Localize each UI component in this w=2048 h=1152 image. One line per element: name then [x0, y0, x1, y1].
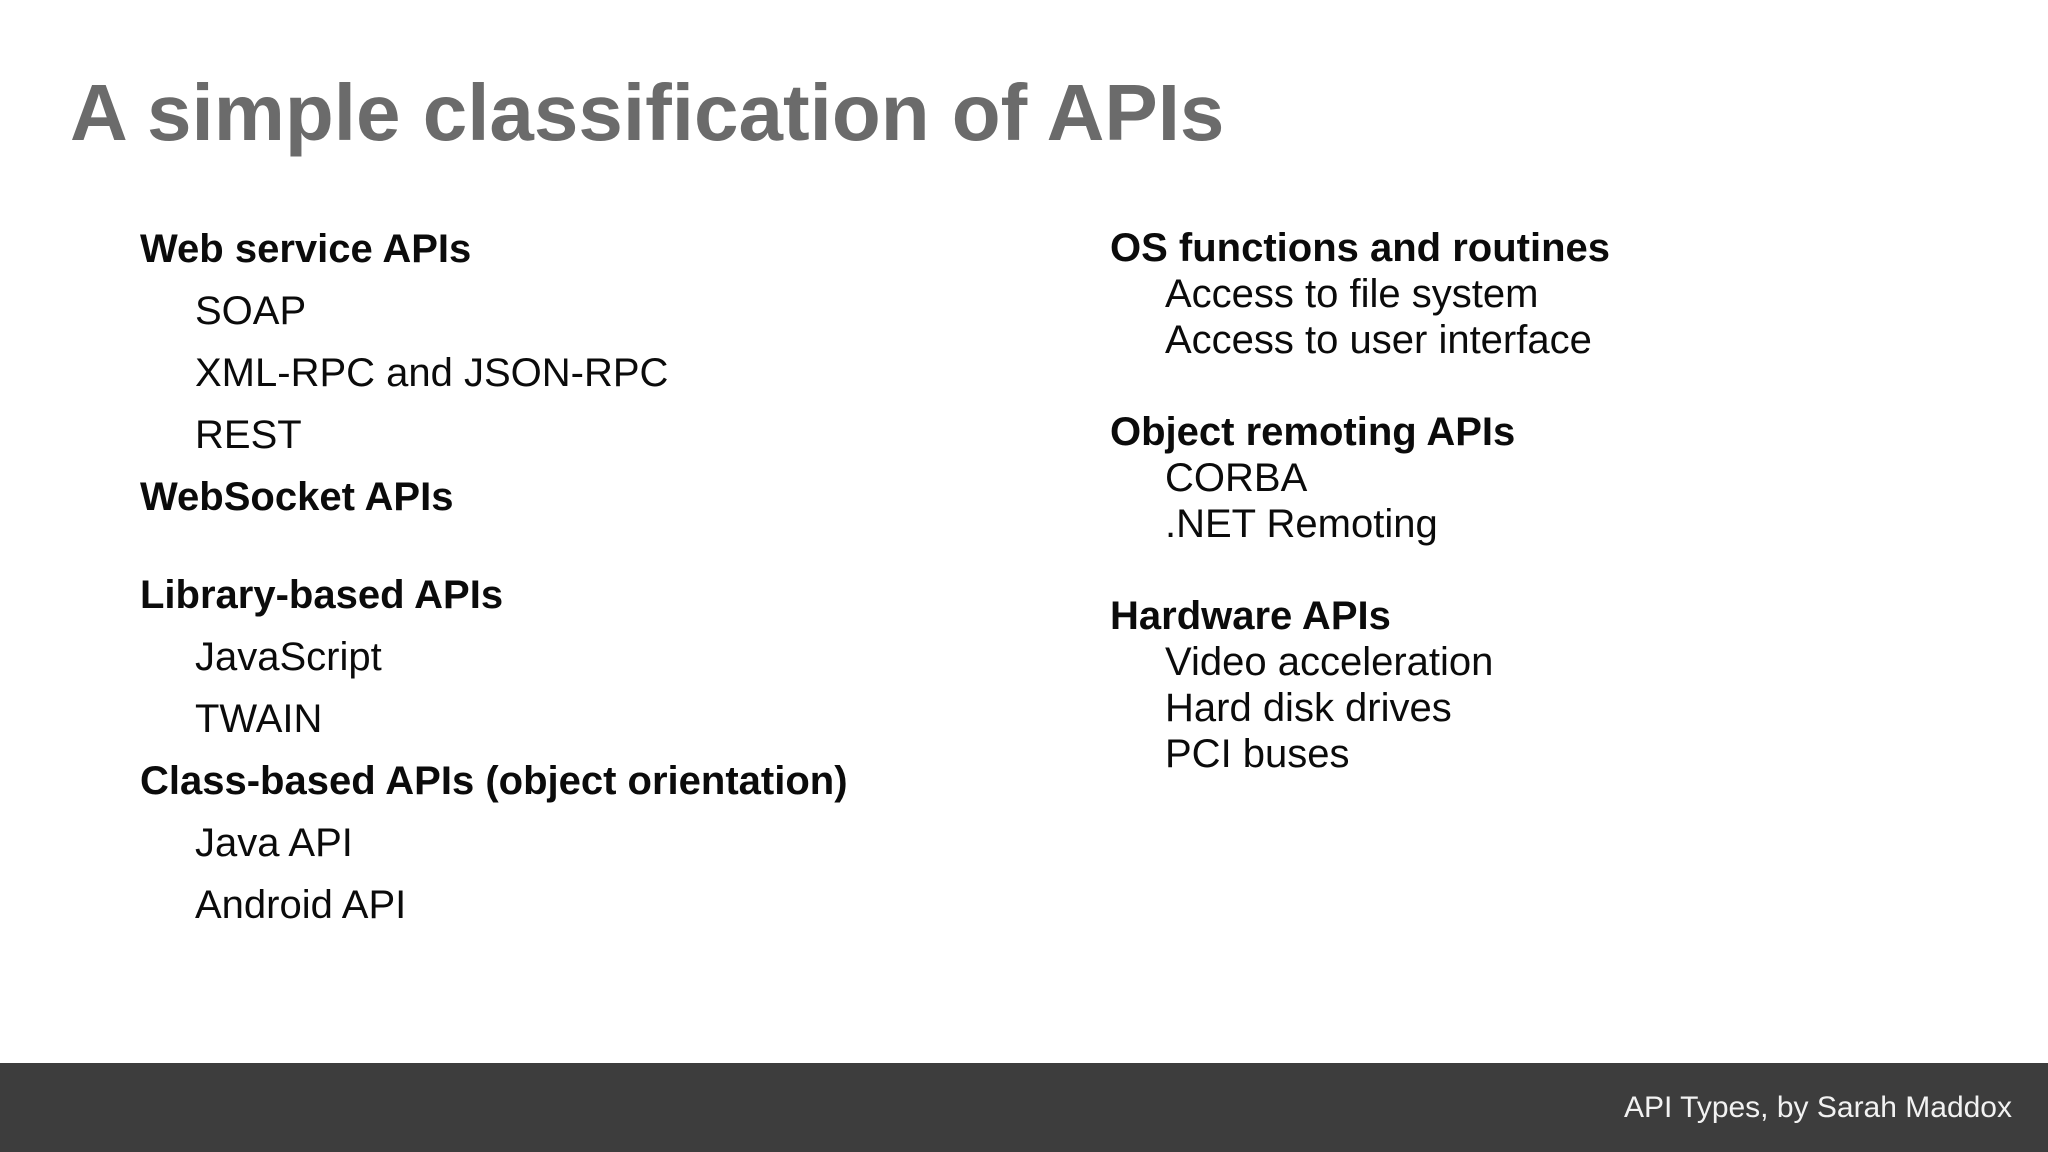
group-items: SOAP XML-RPC and JSON-RPC REST — [140, 280, 1040, 466]
group-item: Video acceleration — [1165, 640, 1494, 684]
group-item: REST — [195, 413, 302, 457]
api-group-library-based: Library-based APIs JavaScript TWAIN — [140, 564, 1040, 750]
api-column-left: Web service APIs SOAP XML-RPC and JSON-R… — [140, 218, 1040, 936]
api-group-class-based: Class-based APIs (object orientation) Ja… — [140, 750, 1040, 936]
group-item: TWAIN — [195, 697, 323, 741]
group-heading: Hardware APIs — [1110, 594, 1391, 638]
group-heading: Class-based APIs (object orientation) — [140, 759, 848, 803]
group-items: CORBA .NET Remoting — [1110, 455, 1930, 547]
api-group-hardware: Hardware APIs Video acceleration Hard di… — [1110, 593, 1930, 777]
group-items: Access to file system Access to user int… — [1110, 271, 1930, 363]
group-heading: Web service APIs — [140, 227, 472, 271]
group-heading: OS functions and routines — [1110, 226, 1611, 270]
api-group-object-remoting: Object remoting APIs CORBA .NET Remoting — [1110, 409, 1930, 547]
group-item: Android API — [195, 883, 407, 927]
api-group-web-service: Web service APIs SOAP XML-RPC and JSON-R… — [140, 218, 1040, 466]
api-group-os-functions: OS functions and routines Access to file… — [1110, 225, 1930, 363]
group-item: PCI buses — [1165, 732, 1350, 776]
slide-title: A simple classification of APIs — [70, 68, 1225, 157]
group-heading: Object remoting APIs — [1110, 410, 1516, 454]
group-item: Hard disk drives — [1165, 686, 1452, 730]
group-items: Video acceleration Hard disk drives PCI … — [1110, 639, 1930, 777]
group-items: Java API Android API — [140, 812, 1040, 936]
group-item: XML-RPC and JSON-RPC — [195, 351, 669, 395]
group-item: JavaScript — [195, 635, 382, 679]
group-items: JavaScript TWAIN — [140, 626, 1040, 750]
group-item: CORBA — [1165, 456, 1308, 500]
group-heading: Library-based APIs — [140, 573, 504, 617]
footer-credit: API Types, by Sarah Maddox — [1624, 1090, 2012, 1124]
group-item: Java API — [195, 821, 353, 865]
api-group-websocket: WebSocket APIs — [140, 466, 1040, 528]
group-heading: WebSocket APIs — [140, 475, 454, 519]
group-item: Access to user interface — [1165, 318, 1592, 362]
group-item: Access to file system — [1165, 272, 1539, 316]
api-column-right: OS functions and routines Access to file… — [1110, 225, 1930, 777]
footer-bar: API Types, by Sarah Maddox — [0, 1063, 2048, 1152]
group-item: .NET Remoting — [1165, 502, 1438, 546]
group-item: SOAP — [195, 289, 307, 333]
